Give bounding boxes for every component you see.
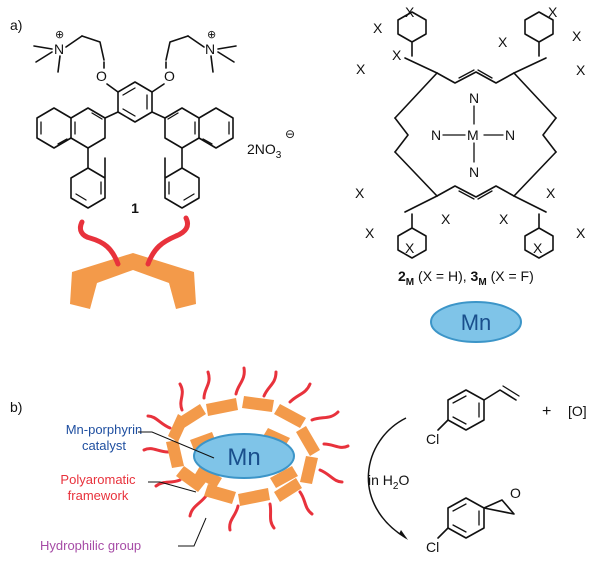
central-benzene — [117, 81, 153, 123]
x-substituent: X — [405, 4, 415, 20]
chlorostyrene-structure: Cl — [426, 385, 520, 447]
capsule-mn-ellipse — [193, 433, 295, 479]
porphyrin-n-right: N — [505, 127, 515, 143]
x-substituent: X — [365, 225, 375, 241]
compound-1-structure: N ⊕ O N ⊕ O — [33, 29, 237, 209]
x-substituent: X — [392, 47, 402, 63]
reaction-plus: + — [542, 403, 551, 420]
hydrophilic-label: Hydrophilic group — [40, 538, 141, 553]
x-substituent: X — [576, 225, 586, 241]
x-substituent: X — [405, 240, 415, 256]
porphyrin-n-left: N — [431, 127, 441, 143]
counterion-charge: ⊖ — [285, 127, 295, 141]
catalyst-leader-line — [138, 431, 215, 459]
oxidant-label: [O] — [568, 403, 587, 419]
solvent-label: in H2O — [368, 472, 409, 492]
x-substituent: X — [373, 20, 383, 36]
panel-b-label: b) — [10, 399, 22, 415]
cartoon-framework — [70, 253, 196, 309]
styrene-cl: Cl — [426, 431, 439, 447]
right-ammonium-charge: ⊕ — [207, 29, 216, 41]
left-anthracene — [36, 107, 119, 209]
x-substituent: X — [546, 185, 556, 201]
right-anthracene — [151, 107, 234, 209]
compound-1-number: 1 — [131, 200, 139, 216]
epoxide-structure: Cl O — [426, 485, 521, 555]
x-substituent: X — [548, 4, 558, 20]
capsule-mn-label: Mn — [227, 444, 260, 471]
left-ammonium-n: N — [54, 41, 64, 57]
porphyrin-caption: 2M (X = H), 3M (X = F) — [398, 268, 534, 288]
epoxide-o: O — [510, 485, 521, 501]
x-substituent: X — [441, 211, 451, 227]
right-ether-o: O — [164, 68, 175, 84]
x-substituent: X — [572, 28, 582, 44]
x-substituent: X — [499, 211, 509, 227]
epoxide-cl: Cl — [426, 539, 439, 555]
catalyst-label-line1: Mn-porphyrin — [66, 422, 143, 437]
x-substituent: X — [576, 62, 586, 78]
compound-1-cartoon — [70, 215, 196, 309]
panel-a-label: a) — [10, 17, 22, 33]
right-ammonium-n: N — [205, 41, 215, 57]
reaction-arrow — [367, 417, 407, 539]
left-ammonium-group: N ⊕ O — [33, 29, 119, 93]
porphyrin-n-top: N — [469, 90, 479, 106]
hydrophilic-leader-line — [178, 517, 207, 547]
porphyrin-metal: M — [467, 127, 479, 143]
mn-legend-label: Mn — [461, 310, 492, 335]
mn-ellipse-legend — [430, 301, 522, 343]
x-substituent: X — [355, 185, 365, 201]
catalyst-label-line2: catalyst — [82, 438, 126, 453]
left-ammonium-charge: ⊕ — [55, 29, 64, 41]
left-ether-o: O — [96, 68, 107, 84]
framework-label-line1: Polyaromatic — [60, 472, 136, 487]
framework-leader-line — [148, 481, 197, 493]
counterion: 2NO3 — [247, 141, 282, 161]
reaction-arrowhead — [399, 530, 408, 540]
x-substituent: X — [498, 34, 508, 50]
x-substituent: X — [533, 240, 543, 256]
framework-label-line2: framework — [68, 488, 129, 503]
porphyrin-n-bottom: N — [469, 164, 479, 180]
porphyrin-structure: N N N N M X X X X X X X X X X X X X X X … — [355, 4, 586, 259]
cartoon-hydrophilic-chains — [77, 215, 191, 267]
right-ammonium-group: N ⊕ O — [151, 29, 237, 93]
host-guest-capsule: Mn — [142, 366, 350, 532]
hydrophilic-chains — [142, 366, 350, 532]
x-substituent: X — [356, 61, 366, 77]
